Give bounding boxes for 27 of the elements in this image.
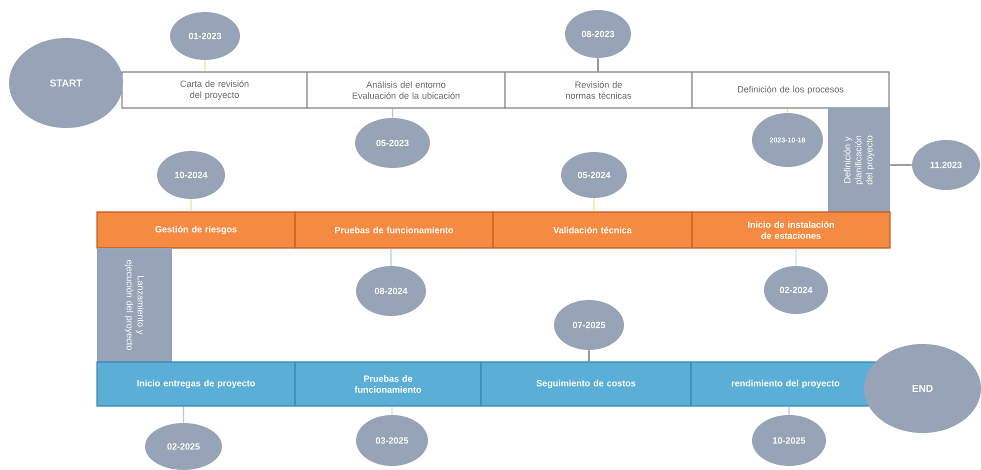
phase-bar: Lanzamiento y ejecución del proyecto <box>97 248 172 362</box>
task-box: Carta de revisión del proyecto <box>121 71 308 109</box>
task-box: rendimiento del proyecto <box>690 361 881 407</box>
task-box: Validación técnica <box>492 211 693 249</box>
leader-line <box>588 350 590 362</box>
task-box: Definición de los procesos <box>691 71 890 109</box>
task-box: Pruebas de funcionamiento <box>294 211 494 249</box>
leader-line <box>204 60 206 72</box>
leader-line <box>788 406 790 415</box>
leader-line <box>391 406 393 415</box>
leader-line <box>390 248 392 266</box>
task-box: Seguimiento de costos <box>480 361 692 407</box>
leader-line <box>392 108 394 118</box>
leader-line <box>786 108 788 113</box>
task-box: Análisis del entorno Evaluación de la ubicación <box>306 71 506 109</box>
leader-line <box>890 164 912 166</box>
leader-line <box>190 199 192 212</box>
phase-bar: Definición y planificación del proyecto <box>828 108 890 212</box>
leader-line <box>597 58 599 72</box>
leader-line <box>795 248 797 266</box>
task-box: Revisión de normas técnicas <box>504 71 693 109</box>
task-box: Inicio entregas de proyecto <box>96 361 296 407</box>
task-box: Inicio de instalación de estaciones <box>691 211 891 249</box>
leader-line <box>593 198 595 212</box>
leader-line <box>182 406 184 423</box>
task-box: Pruebas de funcionamiento <box>294 361 482 407</box>
task-box: Gestión de riesgos <box>96 211 296 249</box>
